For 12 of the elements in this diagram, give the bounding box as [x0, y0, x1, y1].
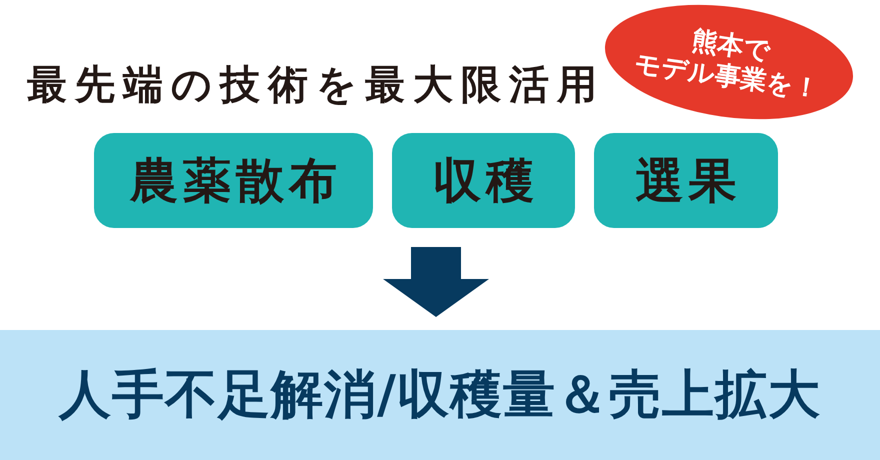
- box-label: 収穫: [433, 152, 539, 208]
- result-text: 人手不足解消/収穫量＆売上拡大: [59, 365, 821, 425]
- result-band: [0, 330, 880, 460]
- callout-text: 熊本でモデル事業を！: [632, 24, 822, 106]
- box-label: 選果: [636, 152, 742, 208]
- process-box: [594, 133, 778, 228]
- callout-ellipse: [602, 2, 856, 122]
- process-box: [392, 133, 575, 228]
- down-arrow: [383, 247, 489, 317]
- box-label: 農薬散布: [130, 152, 342, 208]
- process-box: [94, 133, 373, 228]
- title-text: 最先端の技術を最大限活用: [27, 61, 605, 109]
